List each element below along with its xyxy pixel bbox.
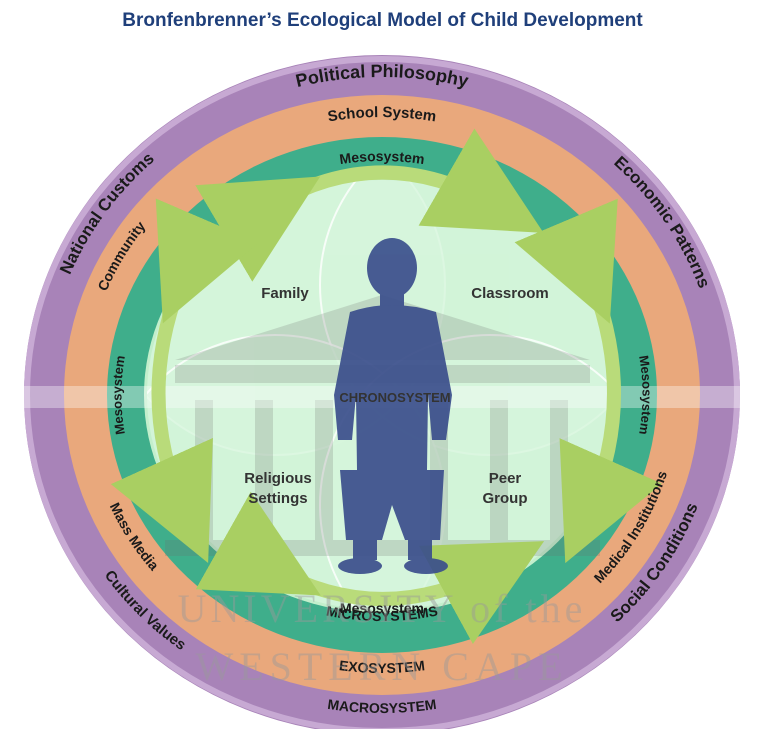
mesosystem-label-top: Mesosystem xyxy=(338,148,425,167)
watermark-line2: WESTERN CAPE xyxy=(195,644,568,689)
mesosystem-arrow-top xyxy=(195,128,544,282)
macrosystem-label: MACROSYSTEM xyxy=(327,696,438,716)
diagram-title: Bronfenbrenner’s Ecological Model of Chi… xyxy=(122,10,643,31)
svg-text:Mesosystem: Mesosystem xyxy=(109,354,127,435)
micro-item-religious-settings-line2: Settings xyxy=(248,490,307,507)
mesosystem-label-bottom: Mesosystem xyxy=(340,600,424,616)
svg-text:MICROSYSTEMS: MICROSYSTEMS xyxy=(325,603,439,625)
micro-item-religious-settings-line1: Religious xyxy=(244,470,312,487)
svg-text:EXOSYSTEM: EXOSYSTEM xyxy=(338,657,425,676)
child-silhouette xyxy=(334,238,452,574)
micro-item-peer-group-line1: Peer xyxy=(489,470,522,487)
mesosystem-label-left: Mesosystem xyxy=(109,354,127,435)
mesosystem-arrow-bottom xyxy=(195,491,545,645)
chronosystem-label: CHRONOSYSTEM xyxy=(339,390,450,405)
micro-item-peer-group-line2: Group xyxy=(483,490,528,507)
svg-text:MACROSYSTEM: MACROSYSTEM xyxy=(327,696,438,716)
mesosystem-arrows xyxy=(110,128,662,645)
exosystem-label: EXOSYSTEM xyxy=(338,657,425,676)
mesosystem-arrow-left xyxy=(110,198,259,564)
svg-text:Mesosystem: Mesosystem xyxy=(636,354,654,435)
microsystems-label: MICROSYSTEMS xyxy=(325,603,439,625)
micro-item-family: Family xyxy=(261,285,309,302)
mesosystem-arrow-right xyxy=(514,198,662,564)
micro-item-classroom: Classroom xyxy=(471,285,549,302)
macrosystem-ring-highlight xyxy=(24,56,740,729)
watermark-line1: UNIVERSITY of the xyxy=(178,586,587,631)
svg-text:Mesosystem: Mesosystem xyxy=(338,148,425,167)
mesosystem-label-right: Mesosystem xyxy=(636,354,654,435)
